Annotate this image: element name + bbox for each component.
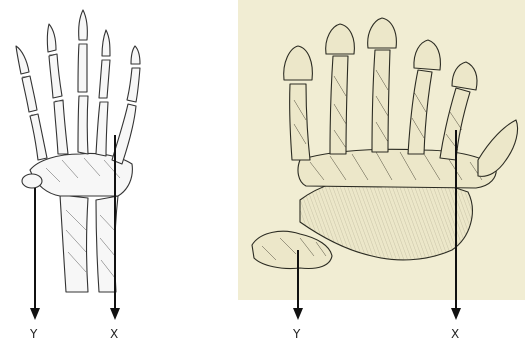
left-thumb-proximal-phalanx — [127, 68, 140, 102]
right-transverse-bones — [298, 149, 496, 188]
right-label-y: Y — [292, 327, 301, 341]
right-label-x: X — [451, 327, 459, 341]
left-little-distal-phalanx — [16, 46, 29, 74]
left-label-y: Y — [29, 327, 38, 341]
left-pisiform-bone — [22, 174, 42, 188]
left-ring-proximal-phalanx — [49, 54, 62, 98]
left-middle-distal-phalanx — [79, 10, 88, 40]
right-ray2-metacarpal — [330, 56, 348, 154]
left-ring-distal-phalanx — [47, 24, 56, 52]
left-middle-proximal-phalanx — [78, 44, 87, 92]
left-index-metacarpal — [96, 102, 108, 156]
left-index-proximal-phalanx — [99, 60, 110, 98]
left-little-metacarpal — [30, 114, 47, 160]
left-middle-metacarpal — [78, 96, 88, 154]
right-ray3-metacarpal — [372, 50, 390, 152]
left-thumb-distal-phalanx — [131, 46, 140, 64]
left-index-distal-phalanx — [102, 30, 110, 56]
left-arrow-y — [30, 188, 40, 320]
left-ring-metacarpal — [54, 100, 68, 154]
left-label-x: X — [110, 327, 118, 341]
left-radius-bone — [60, 195, 88, 292]
left-little-proximal-phalanx — [22, 76, 37, 112]
